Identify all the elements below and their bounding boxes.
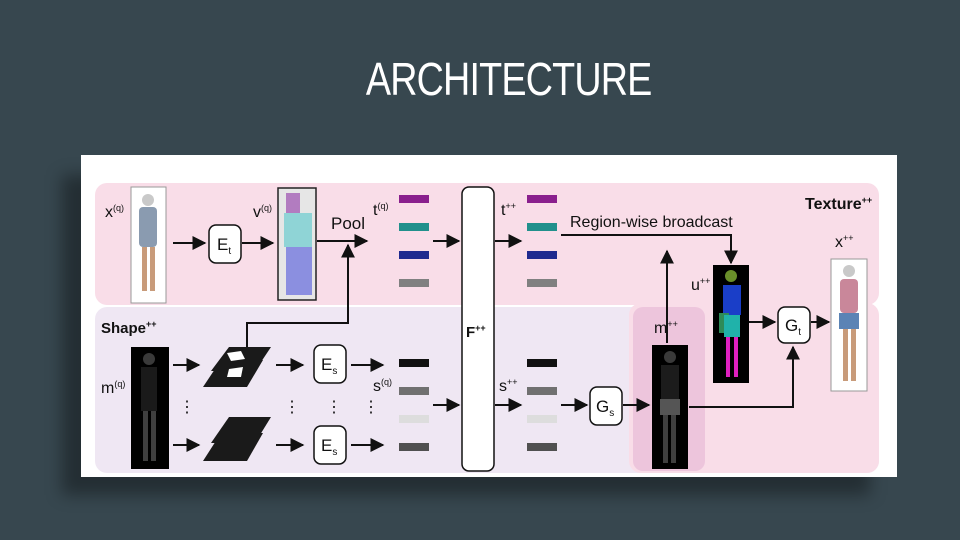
m-pp-label: m++	[654, 319, 678, 337]
encoder-es-bottom	[313, 425, 347, 465]
s-q-label: s(q)	[373, 377, 392, 395]
encoder-es-top-label: Es	[321, 355, 337, 377]
s-q-code-3	[399, 415, 429, 423]
encoder-et	[208, 224, 242, 264]
ellipsis-2: ⋮	[284, 399, 300, 416]
pool-label: Pool	[331, 214, 365, 233]
slide-title: ARCHITECTURE	[365, 53, 652, 105]
generator-gt-label: Gt	[785, 316, 801, 338]
t-q-code-2	[399, 223, 429, 231]
texture-label: Texture++	[805, 195, 872, 213]
x-pp-person-image	[830, 258, 868, 392]
u-pp-segmentation-image	[713, 265, 749, 383]
s-q-code-2	[399, 387, 429, 395]
t-q-label: t(q)	[373, 201, 388, 219]
ellipsis-1: ⋮	[179, 399, 195, 416]
encoder-et-label: Et	[217, 235, 231, 257]
t-q-code-3	[399, 251, 429, 259]
v-q-feature-map	[277, 187, 317, 301]
s-pp-label: s++	[499, 377, 518, 395]
t-pp-code-2	[527, 223, 557, 231]
x-pp-label: x++	[835, 233, 854, 251]
ellipsis-3: ⋮	[326, 399, 342, 416]
t-pp-code-1	[527, 195, 557, 203]
ellipsis-4: ⋮	[363, 399, 379, 416]
m-pp-shape-image	[652, 345, 688, 469]
architecture-figure: Texture++ Shape++ x(q) Et v(q) Pool t(q)…	[81, 155, 897, 477]
architecture-diagram: Texture++ Shape++ x(q) Et v(q) Pool t(q)…	[95, 183, 879, 473]
s-pp-code-1	[527, 359, 557, 367]
generator-gs-label: Gs	[596, 397, 614, 419]
s-pp-code-3	[527, 415, 557, 423]
generator-gs	[589, 386, 623, 426]
broadcast-label: Region-wise broadcast	[570, 214, 733, 231]
t-pp-label: t++	[501, 201, 516, 219]
generator-gt	[777, 306, 811, 344]
s-pp-code-2	[527, 387, 557, 395]
s-pp-code-4	[527, 443, 557, 451]
region-masks-top	[203, 347, 271, 387]
shape-label: Shape++	[101, 319, 157, 337]
t-q-code-4	[399, 279, 429, 287]
m-q-shape-image	[131, 347, 169, 469]
t-pp-code-3	[527, 251, 557, 259]
encoder-es-bottom-label: Es	[321, 436, 337, 458]
encoder-es-top	[313, 344, 347, 384]
s-q-code-1	[399, 359, 429, 367]
fusion-f	[461, 186, 495, 472]
s-q-code-4	[399, 443, 429, 451]
u-pp-label: u++	[691, 276, 710, 294]
region-masks-bottom	[203, 417, 271, 461]
m-q-label: m(q)	[101, 379, 125, 397]
x-q-label: x(q)	[105, 203, 124, 221]
v-q-label: v(q)	[253, 203, 272, 221]
x-q-person-image	[130, 186, 167, 304]
t-q-code-1	[399, 195, 429, 203]
fusion-f-label: F++	[466, 323, 486, 341]
t-pp-code-4	[527, 279, 557, 287]
